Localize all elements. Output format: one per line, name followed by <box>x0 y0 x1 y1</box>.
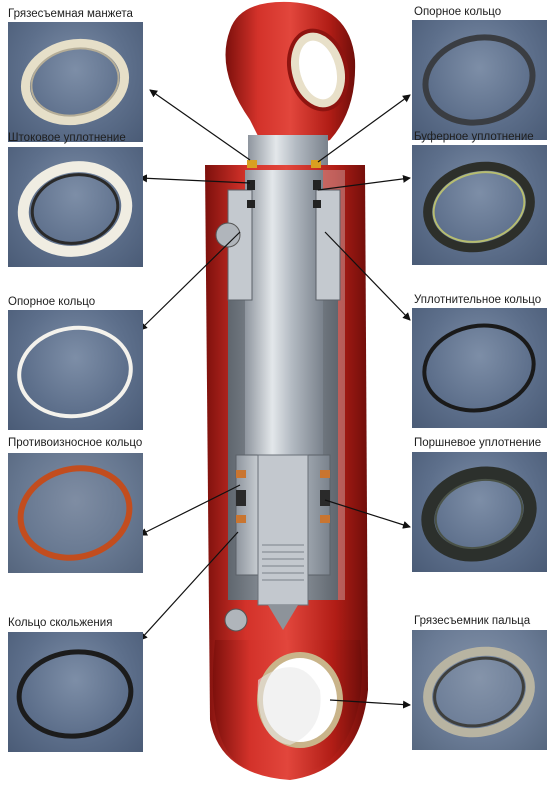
base-eye <box>212 640 362 777</box>
label-slide-ring: Кольцо скольжения <box>8 617 113 629</box>
photo-slide-ring <box>8 632 143 752</box>
label-anti-extrusion-ring: Противоизносное кольцо <box>8 437 143 449</box>
leader-lines <box>139 89 411 709</box>
label-backup-ring-right: Опорное кольцо <box>414 6 502 18</box>
photo-wiper-seal <box>8 22 143 142</box>
photo-piston-seal <box>412 452 547 572</box>
photo-pin-wiper <box>412 630 547 750</box>
photo-anti-extrusion-ring <box>8 453 143 573</box>
label-backup-ring-left: Опорное кольцо <box>8 296 96 308</box>
photo-backup-ring-right <box>412 20 547 140</box>
photo-buffer-seal <box>412 145 547 265</box>
label-wiper-seal: Грязесъемная манжета <box>8 8 133 20</box>
label-pin-wiper: Грязесъемник пальца <box>414 615 531 627</box>
photo-backup-ring-left <box>8 310 143 430</box>
label-rod-seal: Штоковое уплотнение <box>8 132 126 144</box>
rod-eye <box>225 1 356 165</box>
photo-o-ring <box>412 308 547 428</box>
label-buffer-seal: Буферное уплотнение <box>414 131 534 143</box>
label-o-ring: Уплотнительное кольцо <box>414 294 542 306</box>
photo-rod-seal <box>8 147 143 267</box>
label-piston-seal: Поршневое уплотнение <box>414 437 542 449</box>
piston <box>235 454 331 630</box>
